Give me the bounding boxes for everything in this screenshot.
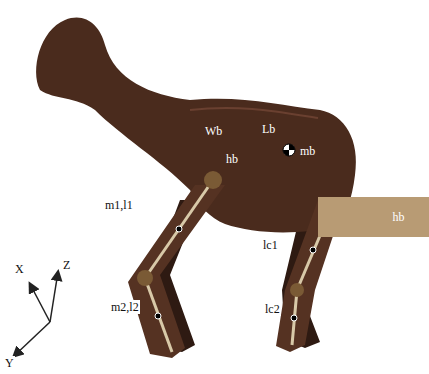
link-label: lc2 bbox=[264, 302, 281, 316]
link-label: m1,l1 bbox=[104, 198, 134, 212]
dimension-label: Lb bbox=[262, 122, 275, 136]
link-label: lc1 bbox=[262, 238, 279, 252]
dimension-label: hb bbox=[226, 152, 238, 166]
axis-label: Y bbox=[4, 356, 15, 370]
dimension-label: Wb bbox=[205, 124, 222, 138]
link-label: m2,l2 bbox=[110, 300, 140, 314]
dimension-bar: hb bbox=[318, 197, 429, 237]
mass-label: mb bbox=[300, 144, 315, 158]
axis-label: Z bbox=[62, 258, 71, 272]
dimension-label: hb bbox=[393, 210, 405, 225]
axis-label: X bbox=[14, 262, 25, 276]
